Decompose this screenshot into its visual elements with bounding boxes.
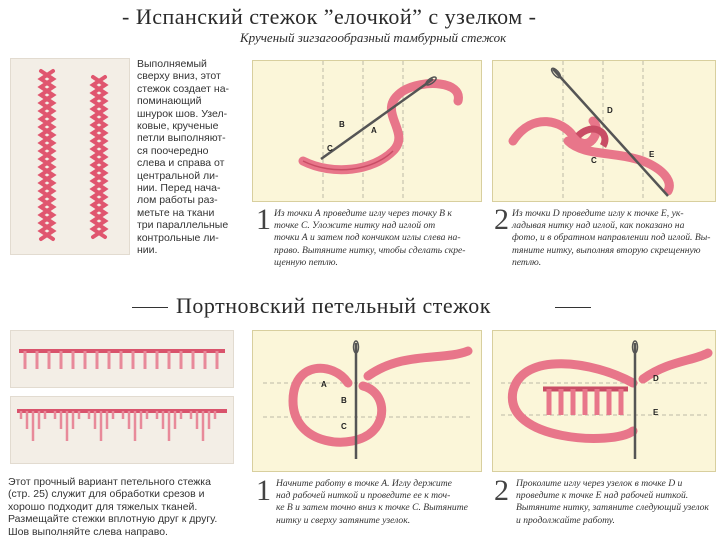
sample-swatch-herringbone — [10, 58, 130, 255]
point-label-e: E — [649, 150, 655, 159]
point-label-d: D — [607, 106, 613, 115]
section2-step1-number: 1 — [256, 474, 271, 507]
point-label-c: C — [591, 156, 597, 165]
section1-step2-number: 2 — [494, 203, 509, 236]
step-illustration-svg: A B C — [263, 340, 473, 459]
section1-description: Выполняемый сверху вниз, этот стежок соз… — [137, 58, 230, 257]
section1-title: - Испанский стежок ”елочкой” с узелком - — [122, 4, 537, 29]
section2-step1-caption: Начните работу в точке А. Иглу держите н… — [276, 478, 468, 526]
section2-title: Портновский петельный стежок — [176, 293, 491, 318]
point-label-d: D — [653, 374, 659, 383]
step-illustration-svg: D C E — [508, 61, 674, 201]
point-label-c: C — [341, 422, 347, 431]
sample-swatch-buttonhole-straight — [10, 330, 234, 388]
section2-step2-number: 2 — [494, 474, 509, 507]
section2-step2-caption: Проколите иглу через узелок в точке D и … — [516, 478, 709, 526]
section1-step1-illustration: B A C — [252, 60, 482, 202]
point-label-a: A — [371, 126, 377, 135]
section2-step2-illustration: D E — [492, 330, 716, 472]
point-label-a: A — [321, 380, 327, 389]
section1-step2-caption: Из точки D проведите иглу к точке Е, ук-… — [512, 208, 711, 268]
section1-step2-illustration: D C E — [492, 60, 716, 202]
section2-step1-illustration: A B C — [252, 330, 482, 472]
point-label-c: C — [327, 144, 333, 153]
step-illustration-svg: D E — [501, 340, 713, 459]
step-illustration-svg: B A C — [298, 61, 463, 201]
section1-subtitle: Крученый зигзагообразный тамбурный стежо… — [240, 30, 507, 45]
sample-swatch-buttonhole-triangles — [10, 396, 234, 464]
sample-stitch-columns — [37, 69, 109, 241]
section2-title-rule-left — [132, 307, 168, 308]
sample-buttonhole-row — [19, 349, 225, 369]
section1-step1-number: 1 — [256, 203, 271, 236]
section1-step1-caption: Из точки А проведите иглу через точку В … — [274, 208, 466, 268]
section2-description: Этот прочный вариант петельного стежка (… — [8, 476, 218, 538]
point-label-b: B — [341, 396, 347, 405]
sample-buttonhole-triangles — [17, 409, 227, 441]
point-label-b: B — [339, 120, 345, 129]
section2-title-rule-right — [555, 307, 591, 308]
point-label-e: E — [653, 408, 659, 417]
